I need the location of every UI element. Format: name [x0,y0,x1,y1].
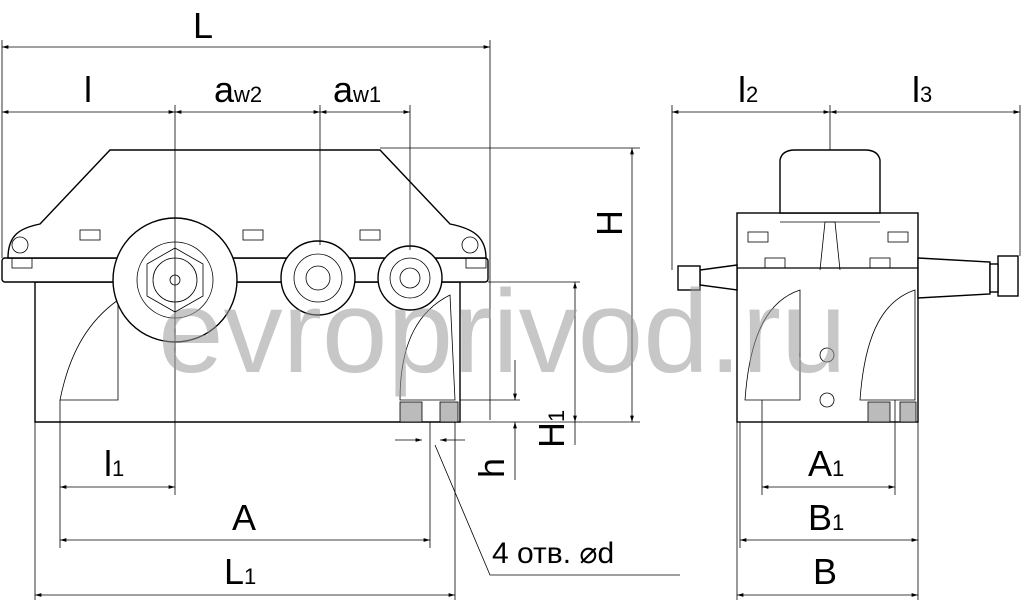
holes-note: 4 отв. ⌀d [492,537,614,570]
label-A1: A1 [808,443,844,484]
dimension-labels: L l aw2 aw1 l2 l3 H H1 h l1 A L1 A1 B1 B… [84,5,932,592]
side-view [677,149,1019,423]
label-l1: l1 [104,443,124,484]
label-H: H [589,210,630,236]
foot-rib-right [399,294,456,401]
label-aw1: aw1 [333,69,381,110]
label-aw2: aw2 [214,69,262,110]
bolts [11,229,487,269]
label-A: A [232,497,256,538]
label-B: B [813,551,837,592]
label-H1: H1 [531,410,572,448]
intermediate-shaft-boss [280,240,356,316]
label-l: l [84,69,92,110]
label-h: h [471,458,512,478]
label-l2: l2 [738,69,758,110]
label-L1: L1 [224,551,256,592]
label-L: L [193,5,213,46]
watermark: evroprivod.ru [158,266,847,398]
dimension-lines [1,40,1021,600]
front-view [1,149,489,423]
label-B1: B1 [808,497,844,538]
label-l3: l3 [912,69,932,110]
